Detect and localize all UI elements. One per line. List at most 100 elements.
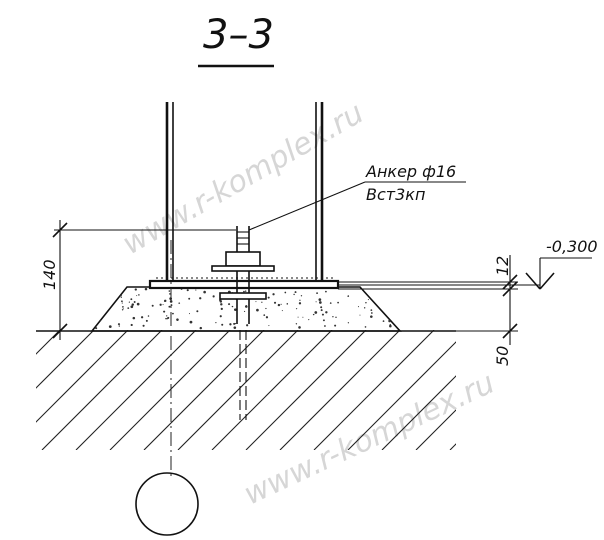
grout-speckle (294, 291, 297, 294)
elevation-mark: -0,300 (338, 237, 598, 290)
grout-speckle (215, 322, 217, 324)
grout-speckle (144, 287, 148, 291)
grout-speckle (231, 305, 234, 308)
grout-speckle (176, 318, 179, 321)
grout-speckle (103, 309, 105, 312)
grout-speckle (170, 304, 173, 307)
grout-speckle (286, 303, 289, 305)
grout-speckle (335, 316, 337, 319)
grout-speckle (151, 304, 154, 307)
grout-speckle (219, 300, 223, 303)
grout-speckle (316, 292, 318, 295)
soil-hatch-line (109, 330, 231, 450)
dimension-right-chain: 12 50 (338, 255, 518, 366)
grout-speckle (196, 310, 199, 313)
grout-speckle (272, 293, 275, 296)
grout-speckle (189, 320, 193, 324)
grout-speckle (297, 316, 299, 318)
anchor-bolt (211, 226, 275, 420)
grout-speckle (385, 301, 388, 303)
soil-hatch-line (75, 330, 197, 450)
grout-speckle (325, 311, 328, 314)
grout-speckle (199, 297, 202, 300)
grout-speckle (233, 326, 237, 329)
grout-speckle (134, 288, 137, 291)
grout-speckle (136, 295, 138, 297)
soil-hatch-line (36, 330, 129, 423)
grout-speckle (387, 309, 389, 311)
grout-speckle (166, 315, 168, 317)
dimension-50-label: 50 (493, 346, 512, 366)
grout-speckle (122, 306, 124, 308)
grout-speckle (364, 326, 367, 328)
grout-speckle (95, 313, 97, 315)
grout-speckle (108, 325, 112, 328)
grout-speckle (127, 307, 130, 309)
grout-speckle (167, 316, 170, 319)
grout-speckle (387, 312, 390, 315)
soil-hatch-line (143, 330, 265, 450)
grout-speckle (396, 314, 398, 316)
grout-speckle (370, 312, 373, 314)
grout-speckle (244, 290, 247, 292)
grout-speckle (94, 307, 96, 310)
watermark-text-2: www.r-komplex.ru (239, 366, 500, 513)
grout-speckle (319, 301, 322, 304)
grout-speckle (334, 324, 337, 327)
grout-speckle (382, 320, 385, 322)
soil-hatch-line (279, 330, 401, 450)
elevation-value: -0,300 (546, 237, 598, 256)
grout-speckle (365, 302, 367, 304)
grout-speckle (130, 305, 134, 309)
grout-speckle (133, 301, 136, 303)
soil-hatch-line (245, 330, 367, 450)
grout-speckle (315, 301, 317, 303)
soil-hatch-line (177, 330, 299, 450)
grout-speckle (219, 315, 222, 318)
dimension-12-label: 12 (493, 256, 512, 276)
grout-speckle (370, 309, 373, 312)
soil-hatch-line (211, 330, 333, 450)
anchor-lower-washer (219, 292, 267, 300)
soil-hatch-line (36, 330, 61, 355)
grout-speckle (120, 296, 122, 299)
grout-speckle (130, 323, 133, 327)
watermark: www.r-komplex.ru www.r-komplex.ru (117, 96, 501, 513)
grout-speckle (169, 293, 171, 295)
grout-speckle (261, 301, 263, 303)
grout-speckle (320, 306, 323, 309)
grout-speckle (203, 290, 206, 294)
grout-speckle (233, 322, 236, 325)
grout-speckle (245, 305, 248, 308)
axis-marker-circle (135, 472, 199, 536)
grout-speckle (298, 326, 301, 329)
grout-speckle (246, 324, 249, 327)
anchor-label-line2: Вст3кп (366, 185, 425, 204)
grout-speckle (256, 308, 259, 312)
grout-speckle (99, 295, 102, 298)
grout-speckle (368, 292, 371, 295)
grout-speckle (162, 304, 164, 306)
grout-speckle (234, 308, 237, 311)
grout-speckle (298, 302, 302, 305)
grout-speckle (284, 291, 287, 294)
steel-column (156, 102, 334, 281)
grout-speckle (263, 314, 266, 316)
grout-speckle (389, 324, 392, 328)
grout-speckle (130, 298, 133, 301)
grout-speckle (302, 316, 304, 318)
grout-speckle (119, 291, 121, 293)
grout-speckle (168, 290, 171, 292)
grout-speckle (221, 323, 224, 326)
grout-speckle (363, 307, 366, 309)
watermark-text-1: www.r-komplex.ru (117, 96, 370, 262)
grout-speckle (138, 294, 140, 296)
grout-speckle (163, 300, 166, 302)
grout-speckle (255, 301, 257, 303)
section-title: 3–3 (203, 12, 274, 58)
grout-speckle (128, 301, 130, 303)
grout-speckle (280, 303, 282, 305)
anchor-washer (211, 265, 275, 272)
dimension-140-label: 140 (40, 259, 59, 290)
